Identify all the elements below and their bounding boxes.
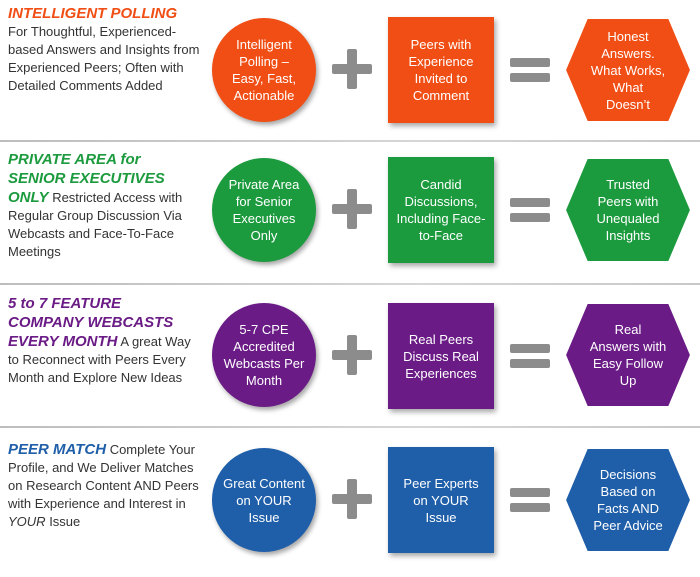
row-title: PEER MATCH xyxy=(8,441,107,458)
equals-icon xyxy=(510,198,550,222)
feature-circle: Private Area for Senior Executives Only xyxy=(212,158,316,262)
result-hexagon-text: Real Answers with Easy Follow Up xyxy=(589,322,667,388)
row-title-line: SENIOR EXECUTIVES xyxy=(8,170,165,187)
row-title: INTELLIGENT POLLING xyxy=(8,5,178,22)
row-title-line: PRIVATE AREA for xyxy=(8,151,141,168)
plus-icon xyxy=(332,49,372,89)
plus-icon xyxy=(332,479,372,519)
result-hexagon: Real Answers with Easy Follow Up xyxy=(563,301,693,409)
row-description-emphasis: YOUR xyxy=(8,514,46,529)
hexagon-shape xyxy=(563,302,693,408)
section-divider xyxy=(0,140,700,142)
feature-square: Real Peers Discuss Real Experiences xyxy=(388,303,494,409)
row-description: 5 to 7 FEATURE COMPANY WEBCASTS EVERY MO… xyxy=(8,294,203,387)
feature-square: Peers with Experience Invited to Comment xyxy=(388,17,494,123)
row-title-line: EVERY MONTH xyxy=(8,333,118,350)
feature-circle-text: Intelligent Polling – Easy, Fast, Action… xyxy=(231,37,297,103)
hexagon-shape xyxy=(563,447,693,553)
row-description-text: Restricted Access with Regular Group Dis… xyxy=(8,190,183,259)
feature-square-text: Peer Experts on YOUR Issue xyxy=(403,475,479,525)
section-divider xyxy=(0,283,700,285)
section-divider xyxy=(0,426,700,428)
hexagon-shape xyxy=(563,17,693,123)
row-title-line: COMPANY WEBCASTS xyxy=(8,314,174,331)
result-hexagon-text: Trusted Peers with Unequaled Insights xyxy=(596,177,660,243)
row-description-text: A great Way to Reconnect with Peers Ever… xyxy=(8,334,191,385)
result-hexagon: Honest Answers. What Works, What Doesn’t xyxy=(563,16,693,124)
row-description: PRIVATE AREA for SENIOR EXECUTIVES ONLY … xyxy=(8,150,203,261)
row-description: INTELLIGENT POLLING For Thoughtful, Expe… xyxy=(8,4,203,95)
result-hexagon: Decisions Based on Facts AND Peer Advice xyxy=(563,446,693,554)
plus-icon xyxy=(332,335,372,375)
feature-square-text: Candid Discussions, Including Face-to-Fa… xyxy=(396,177,486,243)
plus-icon xyxy=(332,189,372,229)
row-description-text: For Thoughtful, Experienced-based Answer… xyxy=(8,24,200,93)
feature-circle: Intelligent Polling – Easy, Fast, Action… xyxy=(212,18,316,122)
row-title-line: ONLY xyxy=(8,189,49,206)
hexagon-shape xyxy=(563,157,693,263)
feature-circle: Great Content on YOUR Issue xyxy=(212,448,316,552)
result-hexagon-text: Honest Answers. What Works, What Doesn’t xyxy=(590,28,666,112)
result-hexagon-text: Decisions Based on Facts AND Peer Advice xyxy=(593,467,663,533)
row-description-text: Complete Your Profile, and We Deliver Ma… xyxy=(8,442,199,511)
feature-square: Peer Experts on YOUR Issue xyxy=(388,447,494,553)
equals-icon xyxy=(510,58,550,82)
result-hexagon: Trusted Peers with Unequaled Insights xyxy=(563,156,693,264)
row-title-line: 5 to 7 FEATURE xyxy=(8,295,122,312)
equals-icon xyxy=(510,344,550,368)
feature-circle-text: Great Content on YOUR Issue xyxy=(223,475,305,525)
feature-square: Candid Discussions, Including Face-to-Fa… xyxy=(388,157,494,263)
feature-circle-text: 5-7 CPE Accredited Webcasts Per Month xyxy=(223,322,305,388)
feature-square-text: Peers with Experience Invited to Comment xyxy=(408,37,474,103)
row-description-end: Issue xyxy=(49,514,81,529)
feature-square-text: Real Peers Discuss Real Experiences xyxy=(403,331,479,381)
equals-icon xyxy=(510,488,550,512)
feature-circle-text: Private Area for Senior Executives Only xyxy=(228,177,300,243)
row-description: PEER MATCH Complete Your Profile, and We… xyxy=(8,440,203,531)
feature-circle: 5-7 CPE Accredited Webcasts Per Month xyxy=(212,303,316,407)
